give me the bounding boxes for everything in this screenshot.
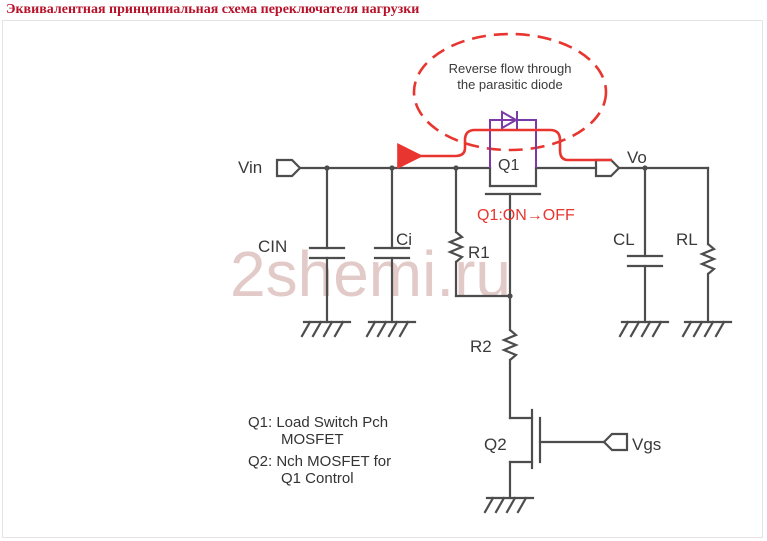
ground-icon xyxy=(365,320,417,338)
vin-terminal xyxy=(275,158,302,178)
r2-label: R2 xyxy=(470,337,492,356)
callout-text-line1: Reverse flow through xyxy=(449,61,572,76)
cin-capacitor xyxy=(308,166,346,324)
cin-label: CIN xyxy=(258,237,287,256)
vgs-terminal xyxy=(602,432,629,452)
ci-capacitor xyxy=(373,166,411,324)
q2-label: Q2 xyxy=(484,435,507,454)
ground-icon xyxy=(681,320,733,338)
reverse-flow-arrow xyxy=(397,128,612,169)
cl-capacitor xyxy=(626,166,664,324)
q1-mosfet xyxy=(484,166,542,298)
r2-resistor xyxy=(501,294,519,420)
rl-label: RL xyxy=(676,230,698,249)
page-title: Эквивалентная принципиальная схема перек… xyxy=(6,2,420,17)
rl-resistor xyxy=(699,166,717,324)
vgs-label: Vgs xyxy=(632,435,661,454)
legend-q1-line1: Q1: Load Switch Pch xyxy=(248,414,388,431)
q2-mosfet xyxy=(508,408,606,500)
ground-icon xyxy=(483,496,535,514)
ci-label: Ci xyxy=(396,230,412,249)
r1-resistor xyxy=(447,166,512,298)
vo-terminal xyxy=(594,158,621,178)
legend-q2-line2: Q1 Control xyxy=(281,470,354,487)
cl-label: CL xyxy=(613,230,635,249)
vin-label: Vin xyxy=(238,158,262,177)
ground-icon xyxy=(618,320,670,338)
watermark: 2shemi.ru xyxy=(230,238,511,310)
legend-q2-line1: Q2: Nch MOSFET for xyxy=(248,453,391,470)
q1-state-label: Q1:ON→OFF xyxy=(477,207,575,224)
parasitic-diode xyxy=(489,110,537,168)
reverse-flow-callout xyxy=(412,32,608,152)
q1-label: Q1 xyxy=(498,157,519,174)
legend-q1-line2: MOSFET xyxy=(281,431,344,448)
ground-icon xyxy=(300,320,352,338)
vo-label: Vo xyxy=(627,148,647,167)
callout-text-line2: the parasitic diode xyxy=(457,77,563,92)
r1-label: R1 xyxy=(468,243,490,262)
figure-frame xyxy=(2,20,763,538)
